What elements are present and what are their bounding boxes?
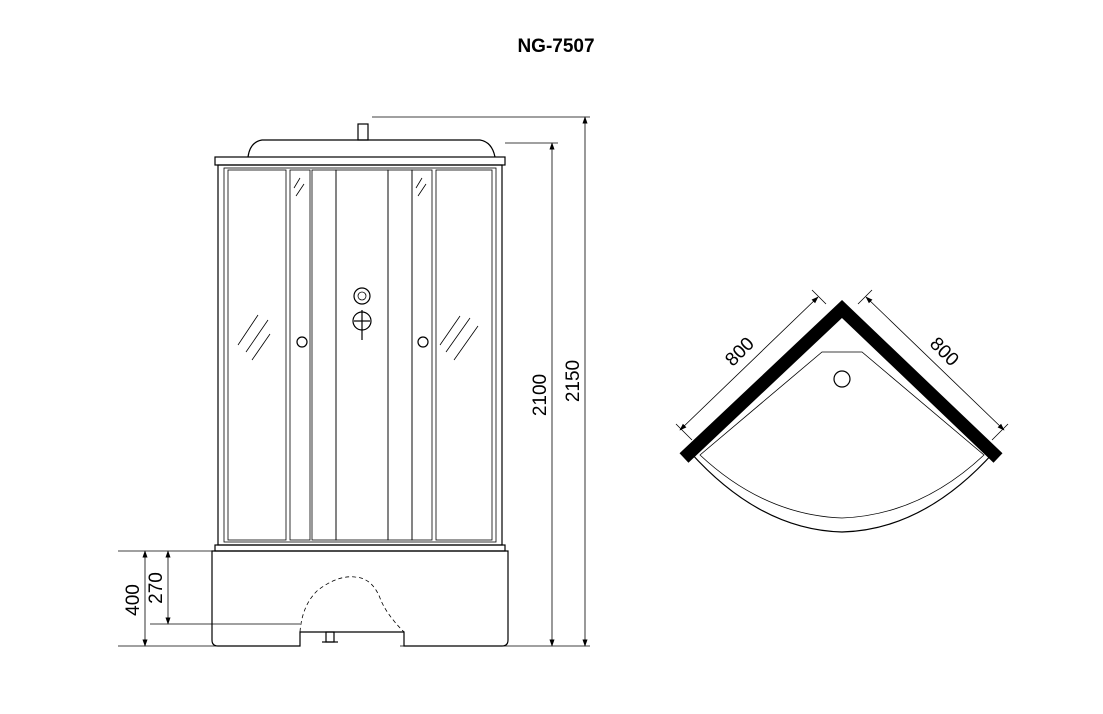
cabin-frame bbox=[217, 164, 503, 546]
door-left-inner bbox=[311, 169, 337, 541]
dim-side-left: 800 bbox=[721, 333, 758, 370]
plan-walls bbox=[679, 300, 1003, 463]
plan-tray-inner bbox=[699, 351, 985, 519]
door-right-inner bbox=[387, 169, 413, 541]
glass-panel-left bbox=[227, 169, 287, 541]
mixer-icon bbox=[352, 287, 372, 340]
dim-side-right: 800 bbox=[925, 333, 962, 370]
roof-dome bbox=[247, 139, 496, 158]
door-right bbox=[411, 169, 433, 541]
glass-reflections bbox=[237, 177, 479, 361]
front-view bbox=[211, 123, 509, 647]
plan-tray-outline bbox=[689, 451, 995, 533]
door-left bbox=[289, 169, 311, 541]
door-handle-icon bbox=[417, 336, 429, 348]
dim-height-total: 2150 bbox=[563, 360, 584, 402]
drain-icon bbox=[833, 370, 851, 388]
bottom-rail bbox=[214, 544, 506, 552]
dim-tray-inner-height: 270 bbox=[146, 572, 167, 604]
back-wall-panel bbox=[335, 169, 389, 541]
dim-height-cabin: 2100 bbox=[530, 374, 551, 416]
roof-mast bbox=[357, 123, 369, 141]
drain-icon bbox=[325, 631, 335, 643]
cabin-inner-frame bbox=[223, 167, 497, 543]
plan-view: 800 800 bbox=[675, 289, 1009, 533]
vertical-dimensions: 2100 2150 400 270 bbox=[118, 116, 590, 647]
roof-rim bbox=[214, 156, 506, 166]
glass-panel-right bbox=[435, 169, 493, 541]
tray-cutout bbox=[299, 576, 405, 633]
door-handle-icon bbox=[296, 336, 308, 348]
dim-tray-height: 400 bbox=[123, 584, 144, 616]
shower-tray bbox=[211, 550, 509, 647]
model-title: NG-7507 bbox=[517, 36, 594, 57]
